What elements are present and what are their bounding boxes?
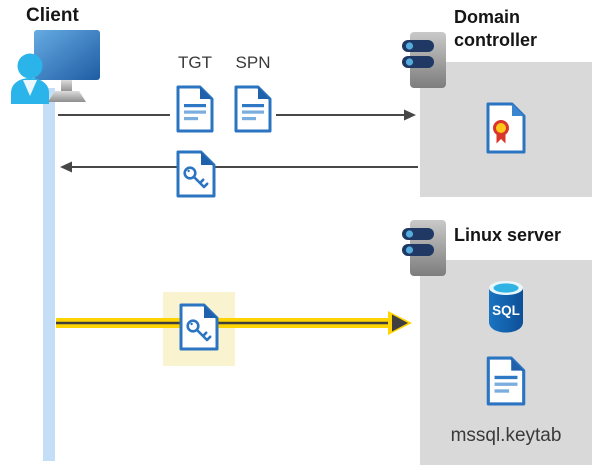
client-timeline [43, 88, 55, 461]
client-label: Client [26, 5, 79, 26]
sql-badge-label: SQL [492, 303, 520, 318]
sql-database-icon: SQL [489, 281, 523, 333]
tgt-label: TGT [178, 53, 212, 72]
client-icon [11, 30, 100, 104]
spn-label: SPN [235, 53, 271, 72]
keytab-document-icon [486, 356, 526, 406]
key-ticket-icon-return [176, 150, 216, 198]
spn-document-icon [234, 85, 272, 133]
certificate-icon [486, 102, 526, 154]
key-ticket-icon-service [179, 303, 219, 351]
user-icon [11, 53, 49, 104]
ticket-documents [170, 84, 276, 134]
domain-controller-label: Domain controller [454, 7, 538, 50]
linux-server-box: SQL mssql.keytab [420, 260, 592, 465]
keytab-filename-label: mssql.keytab [450, 425, 562, 446]
domain-controller-server-icon [402, 32, 446, 88]
arrow-client-to-linux-highlighted [56, 311, 412, 335]
tgt-document-icon [176, 85, 214, 133]
arrow-dc-to-client [60, 161, 418, 173]
domain-controller-box [420, 62, 592, 197]
linux-server-icon [402, 220, 446, 276]
linux-server-label: Linux server [454, 225, 562, 245]
monitor-icon [34, 30, 100, 80]
